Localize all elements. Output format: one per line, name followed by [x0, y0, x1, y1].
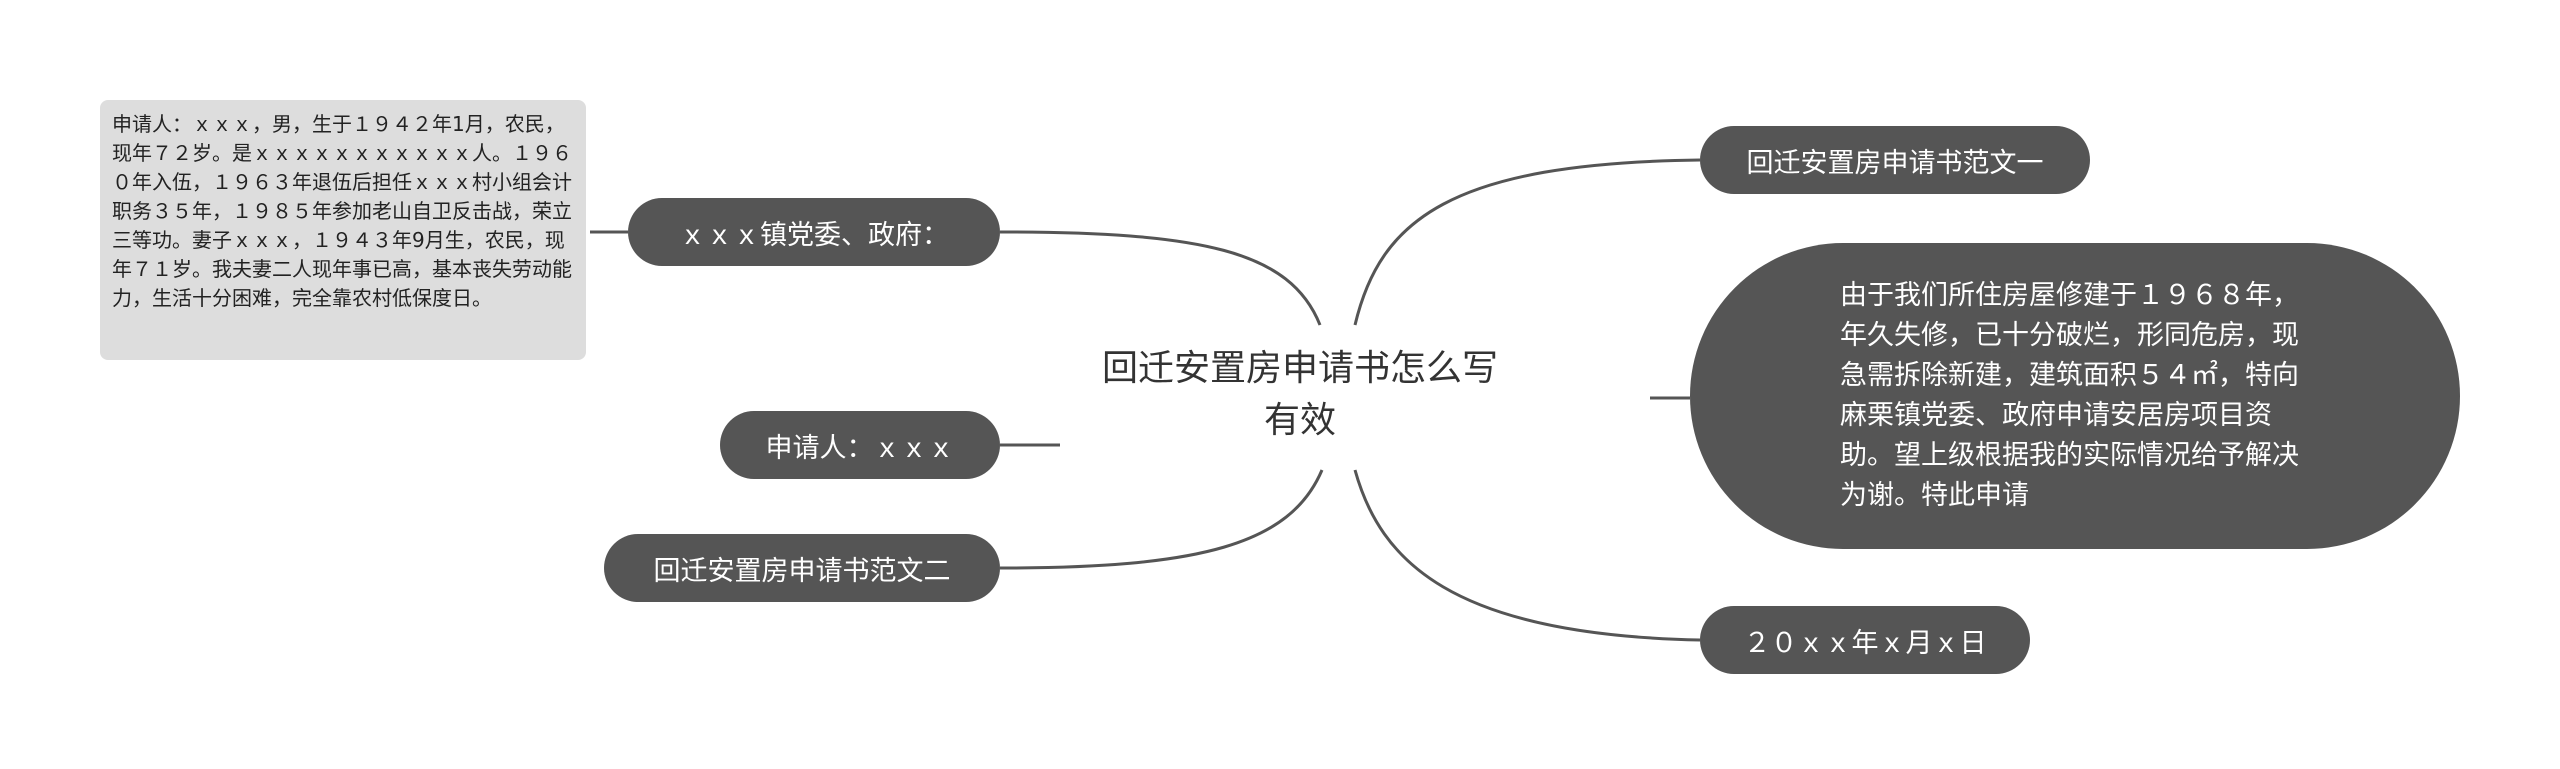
- connector-root-title1: [1353, 158, 1701, 326]
- node-recipient[interactable]: ｘｘｘ镇党委、政府：: [628, 198, 1000, 266]
- root-topic-label: 回迁安置房申请书怎么写 有效: [1102, 343, 1498, 447]
- node-sample-one-label: 回迁安置房申请书范文一: [1746, 147, 2044, 179]
- connector-root-date: [1353, 469, 1701, 642]
- node-sample-two-label: 回迁安置房申请书范文二: [653, 555, 951, 587]
- node-sample-two[interactable]: 回迁安置房申请书范文二: [604, 534, 1000, 602]
- connector-root-title2: [999, 469, 1324, 570]
- applicant-note: 申请人：ｘｘｘ，男，生于１９４２年1月，农民，现年７２岁。是ｘｘｘｘｘｘｘｘｘｘ…: [100, 100, 586, 360]
- node-sample-one[interactable]: 回迁安置房申请书范文一: [1700, 126, 2090, 194]
- node-applicant[interactable]: 申请人：ｘｘｘ: [720, 411, 1000, 479]
- node-applicant-label: 申请人：ｘｘｘ: [765, 432, 955, 464]
- node-date[interactable]: ２０ｘｘ年ｘ月ｘ日: [1700, 606, 2030, 674]
- node-recipient-label: ｘｘｘ镇党委、政府：: [679, 219, 949, 251]
- root-topic-line2: 有效: [1263, 400, 1336, 441]
- node-application-body[interactable]: 由于我们所住房屋修建于１９６８年，年久失修，已十分破烂，形同危房，现急需拆除新建…: [1690, 243, 2460, 549]
- node-date-label: ２０ｘｘ年ｘ月ｘ日: [1743, 627, 1987, 659]
- applicant-note-text: 申请人：ｘｘｘ，男，生于１９４２年1月，农民，现年７２岁。是ｘｘｘｘｘｘｘｘｘｘ…: [112, 112, 572, 310]
- root-topic-line1: 回迁安置房申请书怎么写: [1101, 348, 1498, 389]
- root-topic[interactable]: 回迁安置房申请书怎么写 有效: [1100, 340, 1500, 450]
- node-application-body-text: 由于我们所住房屋修建于１９６８年，年久失修，已十分破烂，形同危房，现急需拆除新建…: [1840, 280, 2299, 511]
- connector-root-recipient: [999, 230, 1322, 326]
